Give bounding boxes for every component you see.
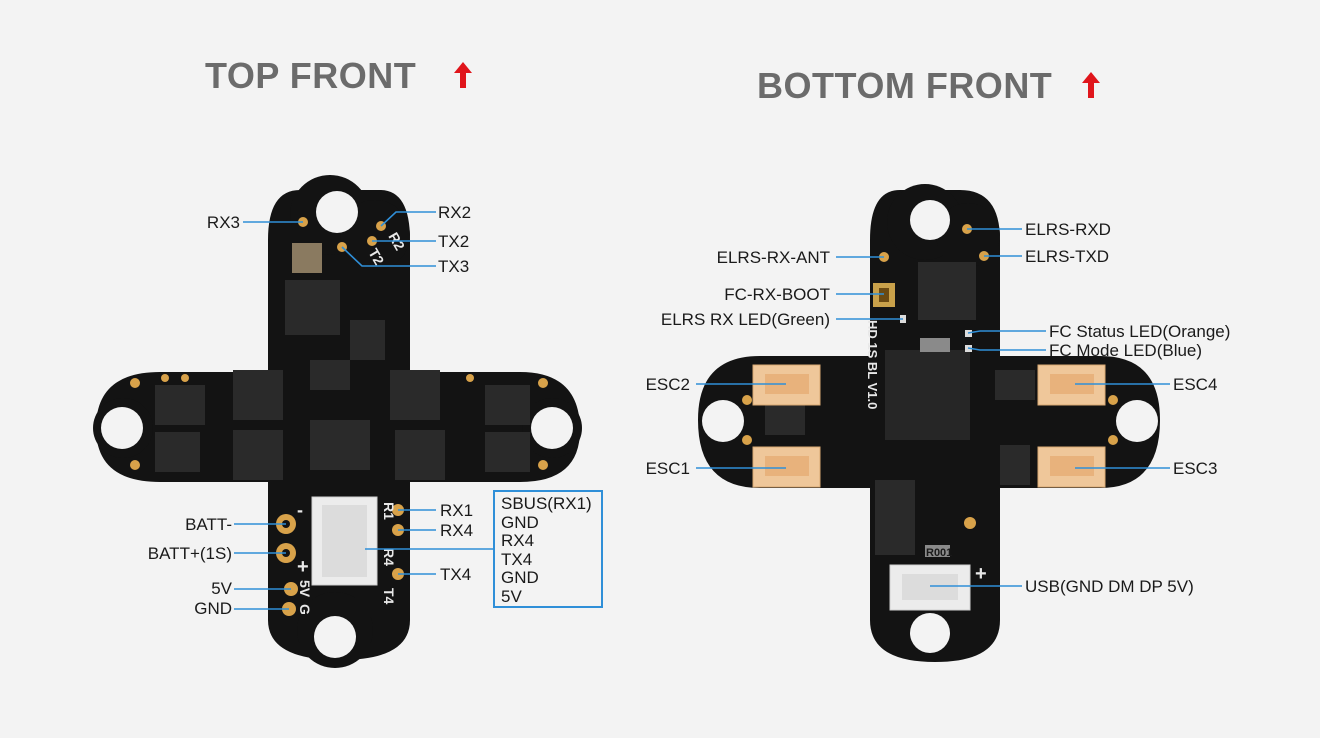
silk-5v: 5V [297, 580, 313, 598]
arrow-up-icon [454, 62, 472, 88]
mounting-hole [316, 191, 358, 233]
label-tx2: TX2 [438, 232, 470, 251]
label-rx1: RX1 [440, 501, 474, 520]
label-usb: USB(GND DM DP 5V) [1025, 577, 1194, 596]
title-bottom-front: BOTTOM FRONT [757, 65, 1053, 106]
label-esc3: ESC3 [1173, 459, 1218, 478]
plug-pin-3: RX4 [501, 531, 535, 550]
mounting-hole [531, 407, 573, 449]
label-rx2: RX2 [438, 203, 472, 222]
label-rx3: RX3 [206, 213, 240, 232]
label-fc-rx-boot: FC-RX-BOOT [724, 285, 830, 304]
label-elrs-rx-ant: ELRS-RX-ANT [716, 248, 830, 267]
silk-minus: - [297, 500, 303, 520]
usb-connector [889, 564, 971, 611]
bottom-board: HD 1S BL V1.0 R001 + [696, 184, 1170, 662]
silk-r1: R1 [381, 502, 397, 520]
silk-t4: T4 [381, 588, 397, 605]
label-elrs-rx-led: ELRS RX LED(Green) [660, 310, 830, 329]
mounting-hole [314, 616, 356, 658]
plug-pin-4: TX4 [501, 549, 533, 569]
mounting-hole [101, 407, 143, 449]
plug-pin-1: SBUS(RX1) [501, 494, 592, 513]
label-fc-status-led: FC Status LED(Orange) [1049, 322, 1231, 341]
label-tx4: TX4 [440, 565, 472, 584]
esc1-connector [752, 446, 821, 488]
plug-pin-5: GND [501, 568, 539, 587]
esc2-connector [752, 364, 821, 406]
label-tx3: TX3 [438, 257, 470, 276]
label-batt-minus: BATT- [185, 515, 232, 534]
label-esc1: ESC1 [645, 459, 690, 478]
mounting-hole [702, 400, 744, 442]
silk-r001: R001 [926, 547, 952, 559]
silk-board-version: HD 1S BL V1.0 [865, 320, 880, 409]
title-top-front: TOP FRONT [205, 55, 417, 96]
mounting-hole [1116, 400, 1158, 442]
label-5v: 5V [211, 579, 232, 598]
mounting-hole [910, 613, 950, 653]
label-fc-mode-led: FC Mode LED(Blue) [1049, 341, 1203, 360]
plug-pin-6: 5V [501, 586, 522, 606]
mounting-hole [910, 200, 950, 240]
silk-plus: + [975, 563, 987, 585]
label-batt-plus: BATT+(1S) [147, 544, 232, 563]
top-board: R1 R4 T4 5V G R2 T2 + - [93, 175, 582, 668]
esc4-connector [1037, 364, 1106, 406]
label-gnd: GND [194, 599, 232, 618]
label-elrs-txd: ELRS-TXD [1025, 247, 1110, 266]
silk-plus: + [297, 556, 309, 578]
arrow-up-icon [1082, 72, 1100, 98]
silk-t2: T2 [365, 246, 387, 268]
label-esc2: ESC2 [645, 375, 690, 394]
plug-pin-2: GND [501, 512, 539, 532]
label-elrs-rxd: ELRS-RXD [1025, 220, 1111, 239]
silk-g: G [297, 604, 313, 615]
plug-pinout-box: SBUS(RX1) GND RX4 TX4 GND 5V [493, 490, 603, 608]
silk-r4: R4 [381, 548, 397, 566]
label-rx4: RX4 [440, 521, 474, 540]
label-esc4: ESC4 [1173, 375, 1218, 394]
esc3-connector [1037, 446, 1106, 488]
